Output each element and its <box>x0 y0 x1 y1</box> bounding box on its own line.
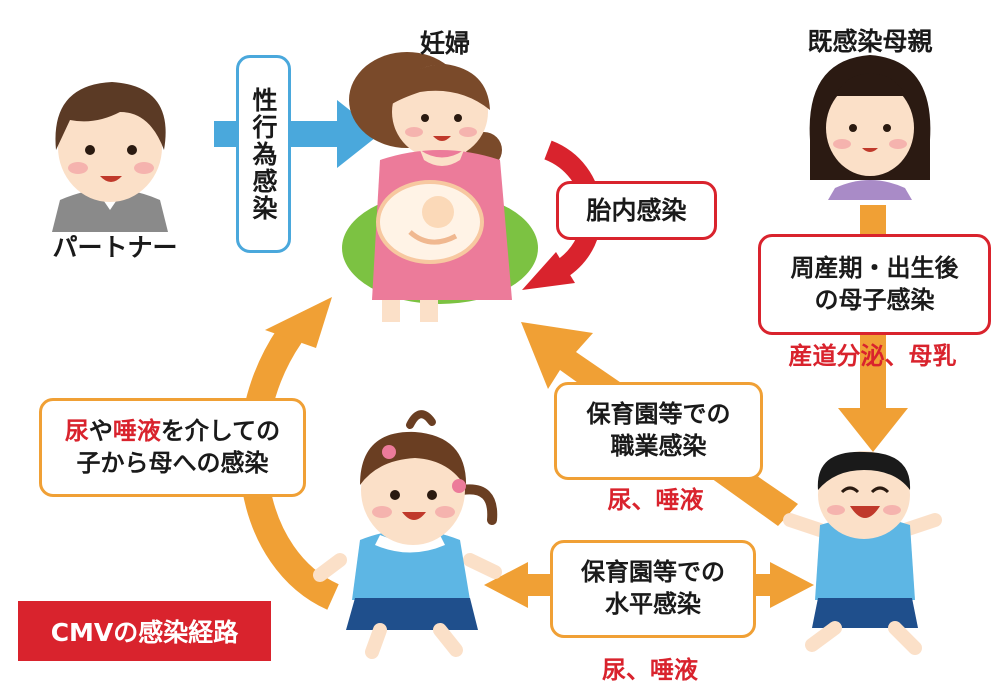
infected-mother-title: 既感染母親 <box>807 27 933 56</box>
boy-illustration <box>783 451 942 655</box>
child-to-mother-line2: 子から母への感染 <box>76 448 269 477</box>
girl-illustration <box>313 410 502 659</box>
intrauterine-arrowhead <box>522 252 575 290</box>
occupational-box: 保育園等での 職業感染 <box>554 382 763 480</box>
occupational-label-line2: 職業感染 <box>610 432 707 460</box>
partner-illustration <box>52 82 168 232</box>
sexual-transmission-box: 性行為感染 <box>236 55 291 253</box>
partner-title: パートナー <box>52 233 178 262</box>
sexual-arrow <box>214 100 380 168</box>
intrauterine-label: 胎内感染 <box>586 196 687 225</box>
infected-mother-illustration <box>809 55 931 200</box>
perinatal-arrowhead <box>838 408 908 452</box>
perinatal-box: 周産期・出生後 の母子感染 <box>758 234 991 335</box>
perinatal-route-text: 産道分泌、母乳 <box>788 342 957 370</box>
pregnant-woman-title: 妊婦 <box>419 29 470 58</box>
horizontal-label-line1: 保育園等での <box>581 558 725 587</box>
intrauterine-box: 胎内感染 <box>556 181 717 240</box>
route-connector: や <box>88 416 113 445</box>
horizontal-route-text: 尿、唾液 <box>602 656 698 684</box>
route-saliva: 唾液 <box>112 416 161 445</box>
perinatal-label-line1: 周産期・出生後 <box>790 253 959 282</box>
occupational-route-text: 尿、唾液 <box>607 486 704 514</box>
pregnant-woman-illustration <box>342 52 538 322</box>
cmv-route-tag: CMVの感染経路 <box>18 601 271 661</box>
route-urine: 尿 <box>64 416 89 445</box>
horizontal-box: 保育園等での 水平感染 <box>550 540 756 638</box>
horizontal-label-line2: 水平感染 <box>605 590 701 618</box>
occupational-label-line1: 保育園等での <box>586 400 731 429</box>
perinatal-label-line2: の母子感染 <box>814 285 935 314</box>
child-to-mother-box: 尿や唾液を介しての 子から母への感染 <box>39 398 306 497</box>
child-mother-arrowhead <box>265 297 332 348</box>
route-via: を介しての <box>160 416 281 445</box>
child-to-mother-line1: 尿や唾液を介しての <box>65 416 280 448</box>
sexual-transmission-label: 性行為感染 <box>249 86 278 222</box>
